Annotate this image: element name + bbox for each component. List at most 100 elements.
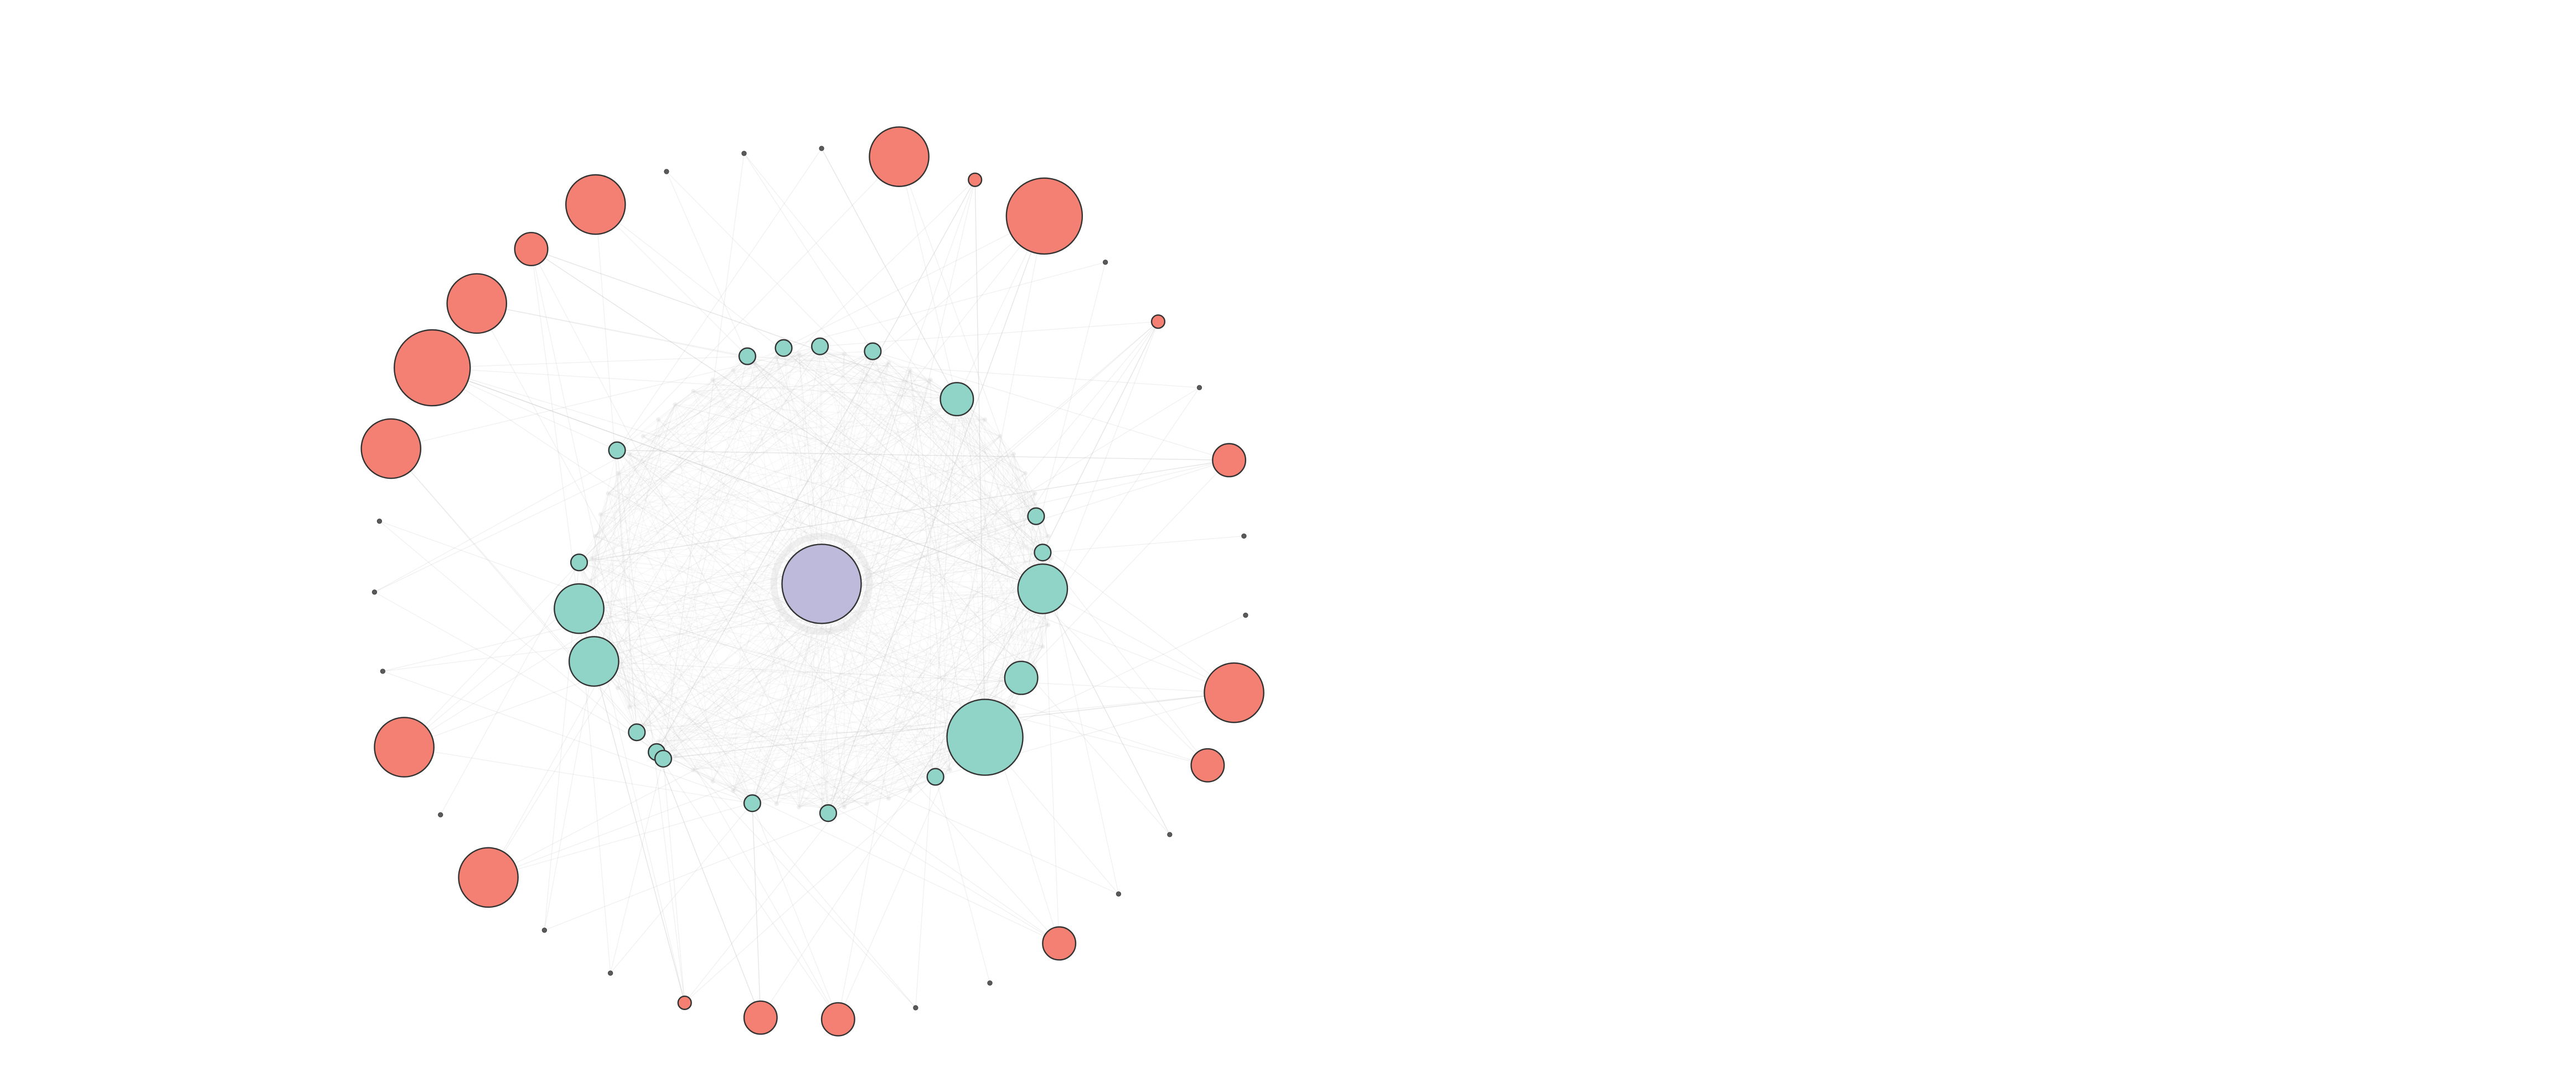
- graph-edge: [600, 514, 985, 742]
- graph-edge: [593, 398, 957, 662]
- graph-edge: [844, 354, 931, 380]
- graph-edge: [910, 399, 957, 791]
- graph-edge: [798, 536, 1049, 808]
- graph-edge: [783, 262, 1106, 349]
- graph-edge: [984, 436, 1001, 738]
- graph-edge: [590, 391, 951, 581]
- minor-node: [664, 169, 669, 174]
- graph-edge: [656, 179, 975, 753]
- inner-node: [811, 337, 829, 355]
- graph-edge: [617, 687, 950, 770]
- graph-edge: [838, 399, 958, 1019]
- graph-edge: [663, 153, 745, 759]
- graph-edge: [798, 354, 1000, 437]
- graph-edge: [984, 419, 1043, 553]
- faint-node: [592, 534, 597, 539]
- graph-edge: [404, 516, 1036, 748]
- graph-edge: [579, 562, 1208, 766]
- graph-edge: [783, 348, 1235, 694]
- graph-edge: [910, 370, 1035, 668]
- graph-edge: [1000, 436, 1014, 454]
- graph-edge: [579, 608, 777, 804]
- graph-edge: [488, 348, 784, 878]
- graph-edge: [783, 215, 1045, 349]
- graph-edge: [656, 752, 889, 799]
- graph-edge: [675, 756, 822, 809]
- graph-edge: [608, 493, 675, 757]
- outer-node: [1212, 443, 1247, 478]
- graph-edge: [579, 562, 839, 1019]
- inner-node: [926, 768, 944, 786]
- inner-node: [570, 553, 588, 572]
- graph-edge: [579, 562, 822, 584]
- graph-edge: [379, 521, 985, 738]
- graph-edge: [590, 473, 618, 581]
- graph-edge: [732, 363, 755, 791]
- graph-edge: [600, 404, 675, 647]
- graph-edge: [530, 249, 829, 814]
- graph-edge: [629, 706, 950, 770]
- graph-edge: [752, 741, 985, 804]
- graph-edge: [910, 454, 1014, 791]
- graph-edge: [579, 453, 1014, 563]
- graph-edge: [799, 351, 873, 355]
- inner-node: [1034, 544, 1052, 562]
- graph-edge: [754, 667, 1035, 799]
- graph-edge: [595, 348, 784, 625]
- faint-node: [1033, 491, 1037, 496]
- outer-node: [514, 231, 549, 266]
- outer-node: [869, 126, 930, 187]
- graph-edge: [1000, 436, 1052, 558]
- graph-edge: [684, 552, 1043, 1003]
- graph-edge: [713, 379, 1052, 559]
- minor-node: [437, 812, 443, 817]
- graph-edge: [593, 661, 753, 804]
- graph-edge: [591, 558, 1026, 689]
- graph-edge: [675, 552, 1043, 757]
- graph-edge: [591, 391, 951, 559]
- graph-edge: [799, 798, 889, 808]
- graph-edge: [656, 588, 1043, 753]
- graph-edge: [760, 588, 1043, 1018]
- graph-edge: [608, 354, 799, 494]
- graph-edge: [713, 362, 889, 380]
- graph-edge: [752, 602, 1052, 804]
- graph-edge: [1042, 588, 1170, 835]
- graph-edge: [675, 404, 1043, 553]
- graph-edge: [828, 614, 1246, 814]
- graph-edge: [910, 370, 1026, 689]
- graph-edge: [666, 171, 748, 356]
- graph-edge: [595, 363, 755, 537]
- graph-edge: [693, 391, 1049, 537]
- graph-edge: [675, 404, 1035, 494]
- graph-edge: [949, 391, 1043, 553]
- inner-node: [1004, 660, 1039, 695]
- faint-node: [928, 377, 933, 382]
- minor-node: [376, 519, 383, 524]
- graph-edge: [656, 752, 867, 804]
- outer-node: [1042, 926, 1077, 961]
- inner-node: [1027, 507, 1045, 525]
- graph-edge: [821, 580, 1053, 809]
- faint-node: [673, 402, 678, 407]
- graph-edge: [910, 370, 951, 770]
- graph-edge: [866, 357, 1043, 553]
- graph-edge: [617, 450, 936, 777]
- outer-node: [360, 418, 422, 479]
- graph-edge: [579, 608, 1208, 766]
- faint-node: [1049, 556, 1054, 561]
- graph-edge: [608, 363, 755, 494]
- graph-edge: [658, 516, 1036, 742]
- graph-edge: [799, 769, 950, 808]
- graph-edge: [595, 204, 748, 357]
- graph-edge: [600, 514, 657, 753]
- graph-edge: [658, 624, 1049, 742]
- graph-edge: [600, 514, 799, 808]
- inner-node: [864, 342, 882, 360]
- graph-edge: [617, 353, 822, 474]
- graph-edge: [593, 661, 1060, 944]
- inner-node: [608, 441, 626, 459]
- graph-edge: [935, 777, 990, 984]
- minor-node: [741, 151, 747, 156]
- graph-edge: [608, 473, 618, 668]
